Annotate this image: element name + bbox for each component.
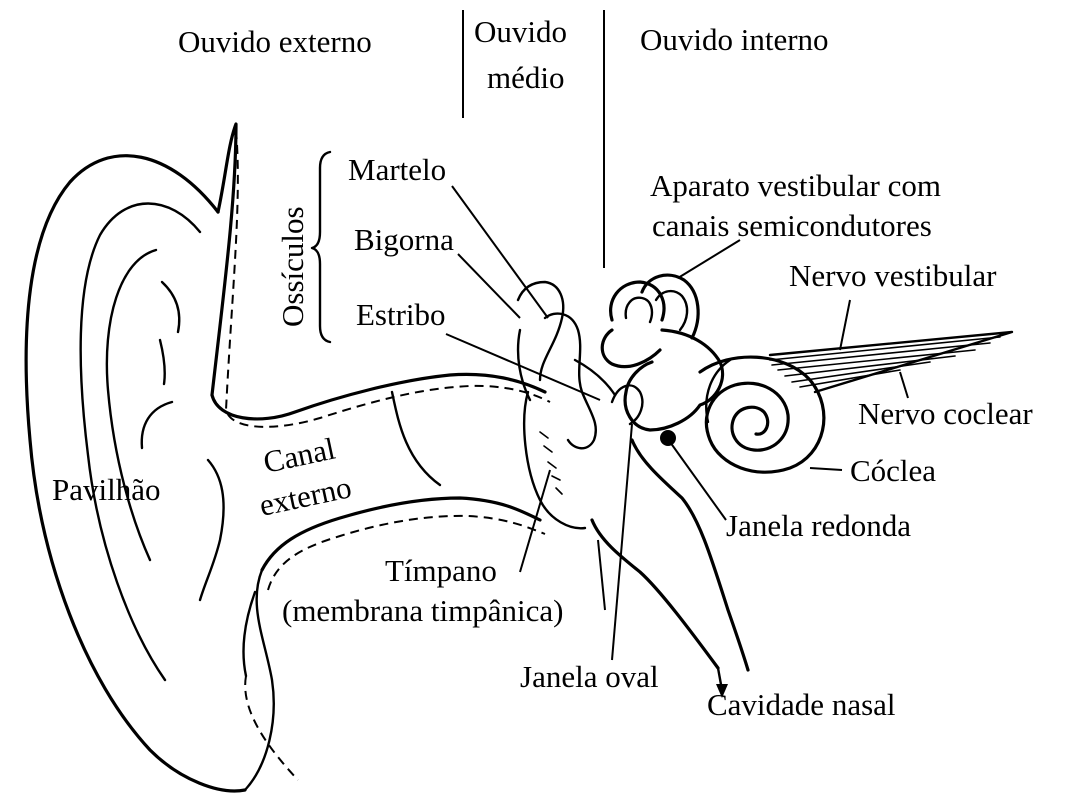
section-middle-ear-line1: Ouvido: [474, 14, 567, 49]
label-estribo: Estribo: [356, 297, 446, 332]
leader-estribo: [446, 334, 600, 400]
section-outer-ear: Ouvido externo: [178, 24, 372, 59]
leader-aparato: [678, 240, 740, 278]
section-inner-ear: Ouvido interno: [640, 22, 829, 57]
leader-janela-oval: [612, 424, 632, 660]
label-bigorna: Bigorna: [354, 222, 454, 257]
label-aparato-vestibular-line2: canais semicondutores: [652, 208, 932, 243]
label-martelo: Martelo: [348, 152, 446, 187]
label-pavilhao: Pavilhão: [52, 472, 161, 507]
leader-timpano-2: [598, 540, 605, 610]
inner-ear-drawing: [592, 275, 1012, 698]
label-timpano-line1: Tímpano: [385, 553, 497, 588]
leader-nervo-vestibular: [840, 300, 850, 350]
label-coclea: Cóclea: [850, 453, 936, 488]
label-janela-redonda: Janela redonda: [726, 508, 911, 543]
section-middle-ear-line2: médio: [487, 60, 565, 95]
ossicles-group-label: Ossículos: [275, 206, 310, 327]
ossicles-bracket: [312, 152, 330, 342]
label-timpano-line2: (membrana timpânica): [282, 593, 563, 628]
leader-bigorna: [458, 254, 520, 318]
leader-coclea: [810, 468, 842, 470]
label-aparato-vestibular-line1: Aparato vestibular com: [650, 168, 941, 203]
label-cavidade-nasal: Cavidade nasal: [707, 687, 896, 722]
label-canal-line1: Canal: [260, 431, 338, 480]
leader-nervo-coclear: [900, 372, 908, 398]
label-nervo-coclear: Nervo coclear: [858, 396, 1033, 431]
label-janela-oval: Janela oval: [520, 659, 659, 694]
label-nervo-vestibular: Nervo vestibular: [789, 258, 997, 293]
